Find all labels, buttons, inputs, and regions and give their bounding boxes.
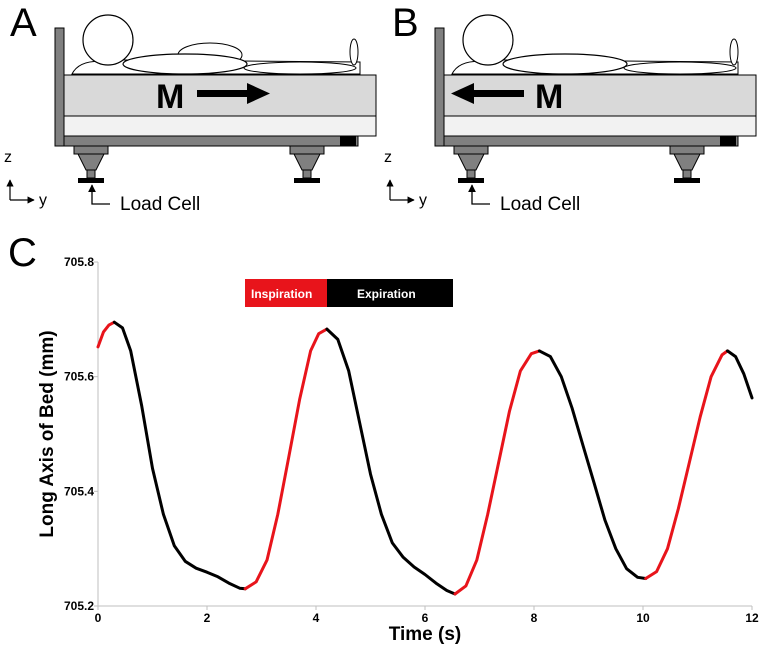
legend-inspiration-swatch [245,279,327,307]
load-cell-right-b [669,145,705,183]
series-segment-inspiration-0 [96,320,116,349]
axes-icon-b: z y [384,149,427,209]
bed-base-b [443,115,757,137]
load-cell-left-a [73,145,109,183]
y-axis-title: Long Axis of Bed (mm) [37,330,58,537]
x-tick-label: 6 [422,611,429,625]
legend-expiration-label: Expiration [357,287,416,301]
patient-b [451,14,739,75]
patient-a [71,14,361,75]
series-segment-expiration-1 [112,320,247,591]
headboard-a [54,27,65,147]
panel-a: A M [4,1,377,215]
series-segment-inspiration-6 [644,349,729,580]
legs-b [623,61,737,75]
head-a [82,14,134,66]
x-axis-title: Time (s) [389,624,462,645]
x-tick-label: 12 [745,611,759,625]
y-axis-label-b: y [419,192,427,209]
load-cell-left-b [453,145,489,183]
series-segment-inspiration-2 [243,327,329,591]
torso-b [502,53,628,75]
y-ticks: 705.2 705.4 705.6 705.8 [64,255,98,613]
series-segment-inspiration-4 [453,349,541,596]
respiration-chart: 705.2 705.4 705.6 705.8 0 2 4 6 8 10 12 Inspirati… [37,255,759,645]
panel-a-letter: A [10,1,37,45]
load-cell-label-a: Load Cell [120,194,200,215]
y-tick-label: 705.8 [64,255,94,269]
panel-b-letter: B [392,1,419,45]
axes-icon-a: z y [4,149,47,209]
series-lines [96,320,754,596]
legs-a [243,61,357,75]
feet-a [349,38,359,66]
y-tick-label: 705.6 [64,370,94,384]
load-cell-callout-a: Load Cell [88,184,200,215]
arrow-shaft-a [197,90,249,97]
bed-frame-a [63,135,359,147]
headboard-b [434,27,445,147]
mass-label-b: M [535,78,563,116]
load-cell-right-a [289,145,325,183]
panel-c: C 705.2 705.4 705.6 705.8 0 2 4 6 8 10 12 Inspira… [8,231,759,645]
x-tick-label: 2 [204,611,211,625]
x-tick-label: 8 [531,611,538,625]
torso-a [122,53,248,75]
x-ticks: 0 2 4 6 8 10 12 [95,606,759,625]
feet-b [729,38,739,66]
y-tick-label: 705.2 [64,599,94,613]
mass-label-a: M [156,78,184,116]
z-axis-label-a: z [4,149,12,166]
x-tick-label: 4 [313,611,320,625]
load-cell-callout-b: Load Cell [468,184,580,215]
bed-base-a [63,115,377,137]
legend-expiration-swatch [327,279,453,307]
x-tick-label: 0 [95,611,102,625]
legend: Inspiration Expiration [245,279,453,307]
x-tick-label: 10 [636,611,650,625]
panel-b: B M [384,1,757,215]
bed-a: M Load Cell [4,14,377,215]
head-b [462,14,514,66]
series-segment-expiration-5 [537,349,648,580]
series-segment-expiration-7 [726,349,754,400]
arrow-shaft-b [472,90,524,97]
bed-b: M Load Cell z y [384,14,757,215]
bed-frame-b [443,135,739,147]
load-cell-label-b: Load Cell [500,194,580,215]
frame-end-a [340,136,356,146]
y-tick-label: 705.4 [64,484,94,498]
panel-c-letter: C [8,231,37,275]
legend-inspiration-label: Inspiration [251,287,312,301]
series-segment-expiration-3 [325,327,457,596]
mass-arrow-a: M [156,78,270,116]
z-axis-label-b: z [384,149,392,166]
mass-arrow-b: M [451,78,563,116]
left-arrow-icon [451,83,474,104]
y-axis-label-a: y [39,192,47,209]
right-arrow-icon [247,83,270,104]
frame-end-b [720,136,736,146]
